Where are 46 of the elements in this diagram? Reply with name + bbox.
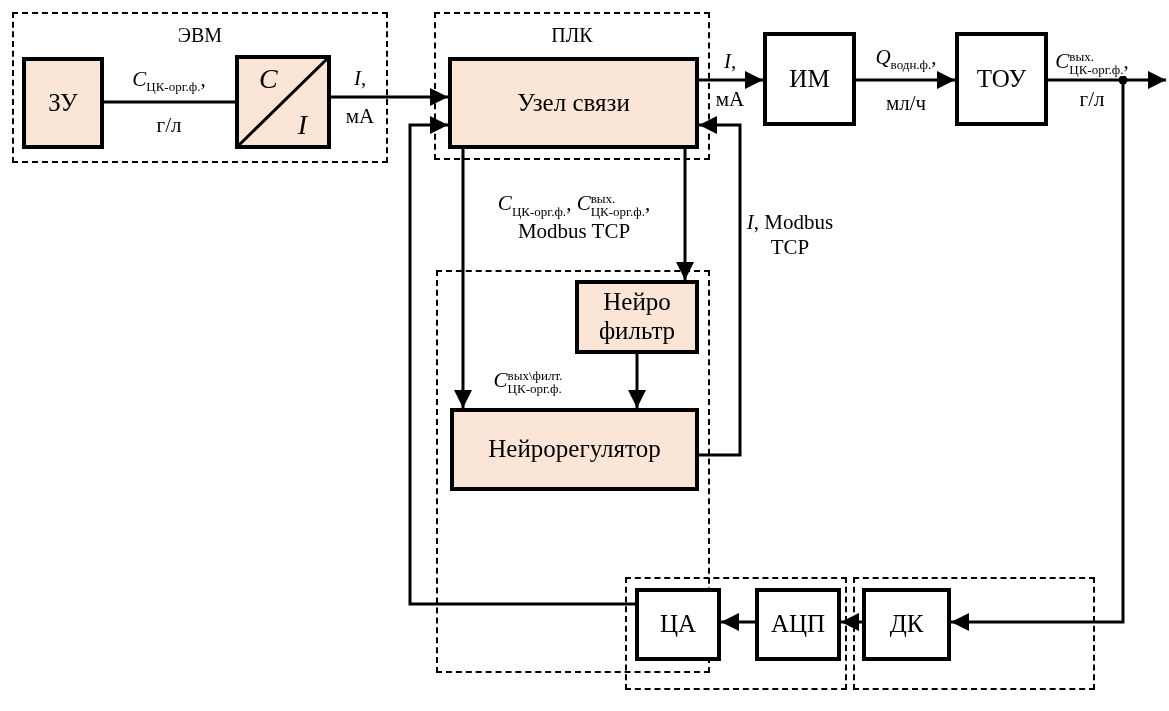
process-box	[955, 32, 1048, 126]
edge-label: C$_{ЦК-орг.ф.}$, г/л	[131, 65, 207, 140]
process-box	[448, 57, 699, 149]
converter-symbol: I	[297, 108, 307, 141]
box-label: Нейрорегулятор	[487, 435, 662, 464]
converter-box	[235, 55, 331, 149]
process-box	[575, 280, 699, 354]
arrow	[699, 71, 763, 89]
arrow	[408, 116, 635, 606]
process-box	[450, 408, 699, 491]
edge-label: I, Modbus TCP	[745, 209, 835, 261]
arrow	[676, 149, 694, 280]
arrow	[454, 149, 472, 408]
edge-label: Q$_{водн.ф.}$, мл/ч	[874, 43, 938, 118]
arrow	[841, 613, 862, 631]
group-title: ПЛК	[550, 24, 594, 47]
arrow	[721, 613, 755, 631]
box-label: ЦА	[658, 610, 698, 639]
box-label: ТОУ	[975, 64, 1028, 94]
box-label: ДК	[888, 610, 925, 639]
edge-label: I, мА	[714, 48, 746, 113]
edge-label: I, мА	[344, 65, 376, 130]
arrow	[699, 116, 742, 457]
dashed-group-frame	[853, 577, 1095, 690]
process-box	[635, 588, 721, 661]
box-label: ЗУ	[47, 88, 79, 118]
arrow	[331, 88, 448, 106]
arrow	[1048, 71, 1166, 89]
box-label: Нейро фильтр	[597, 288, 677, 346]
dashed-group-frame	[434, 12, 710, 160]
process-box	[862, 588, 951, 661]
box-label: Узел связи	[516, 88, 631, 118]
process-box	[755, 588, 841, 661]
arrow	[951, 75, 1128, 631]
dashed-group-frame	[625, 577, 847, 690]
arrow	[628, 354, 646, 408]
process-box	[763, 32, 856, 126]
process-box	[22, 57, 104, 149]
arrow	[856, 71, 955, 89]
signal-label: C$_{ЦК-орг.ф.}$, C$^{вых.}$$_{ЦК-орг.ф.}$, Modbus TCP	[496, 191, 652, 245]
box-label: АЦП	[769, 610, 827, 639]
converter-symbol: C	[259, 63, 278, 96]
dashed-group-frame	[12, 12, 388, 163]
box-label: ИМ	[788, 64, 831, 94]
edge-label: C$^{вых.}$$_{ЦК-орг.ф.}$, г/л	[1054, 47, 1130, 113]
group-title: ЭВМ	[176, 24, 224, 47]
